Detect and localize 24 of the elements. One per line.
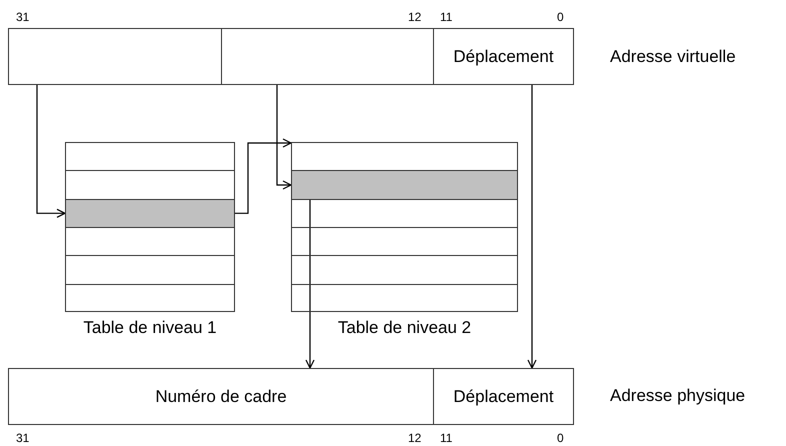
address-field: Déplacement: [433, 368, 574, 425]
address-label: Adresse virtuelle: [610, 47, 736, 67]
address-field: Numéro de cadre: [8, 368, 434, 425]
table-entry: [65, 198, 235, 228]
bit-number: 12: [408, 431, 422, 445]
table-caption: Table de niveau 2: [338, 318, 472, 338]
bit-number: 31: [16, 431, 30, 445]
bit-number: 0: [557, 431, 564, 445]
bit-number: 11: [440, 10, 452, 24]
bit-number: 31: [16, 10, 30, 24]
table-entry: [291, 170, 518, 200]
bit-number: 11: [440, 431, 452, 445]
arrow: [276, 85, 292, 190]
address-label: Adresse physique: [610, 386, 746, 406]
table-caption: Table de niveau 1: [83, 318, 217, 338]
bit-number: 0: [557, 10, 564, 24]
arrow: [305, 200, 315, 369]
address-field: [221, 28, 434, 85]
bit-number: 12: [408, 10, 422, 24]
arrow: [527, 85, 537, 369]
arrow: [36, 85, 66, 218]
address-field: [8, 28, 222, 85]
arrow: [235, 138, 292, 214]
address-field: Déplacement: [433, 28, 574, 85]
